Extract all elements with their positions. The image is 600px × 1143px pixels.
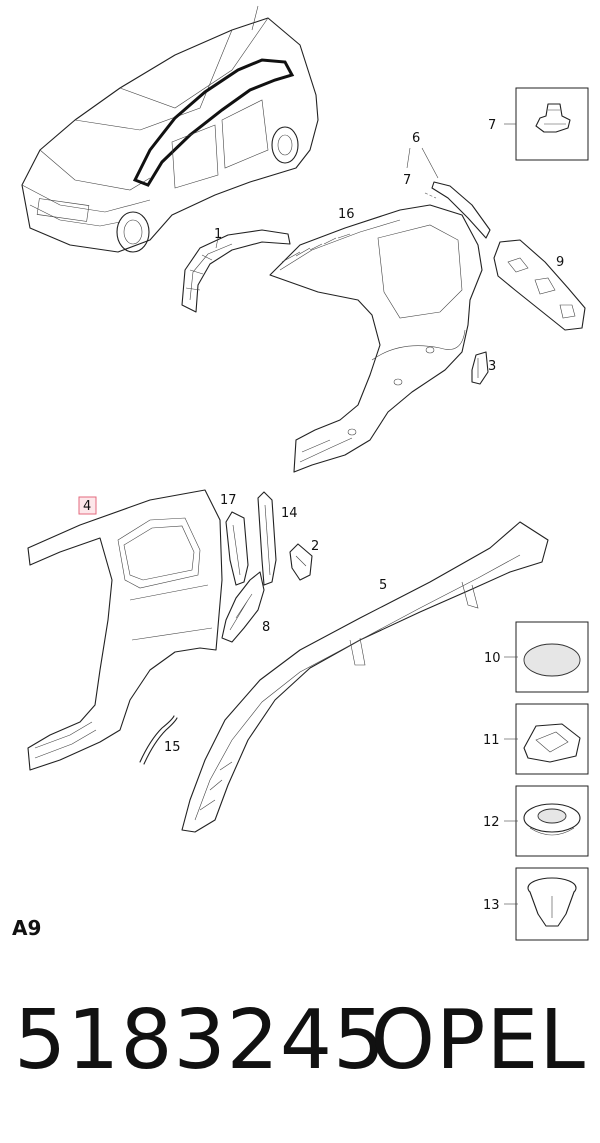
callout-10[interactable]: 10 xyxy=(484,651,501,666)
callout-11[interactable]: 11 xyxy=(483,733,500,748)
part-16-inner-panel xyxy=(269,204,483,473)
part-7-clip-box xyxy=(504,87,589,161)
callout-7-rail[interactable]: 7 xyxy=(403,173,411,188)
part-4-highlight-box xyxy=(78,496,97,515)
callout-8[interactable]: 8 xyxy=(262,620,270,635)
part-number: 5183245 xyxy=(14,993,387,1088)
part-14-strip xyxy=(257,491,277,586)
callout-7-box[interactable]: 7 xyxy=(488,118,496,133)
brand-name: OPEL xyxy=(370,993,586,1088)
callout-1[interactable]: 1 xyxy=(214,227,222,242)
callout-16[interactable]: 16 xyxy=(338,207,355,222)
part-4-outer-panel xyxy=(27,489,223,771)
part-9-bracket xyxy=(493,239,586,331)
callout-17[interactable]: 17 xyxy=(220,493,237,508)
callout-2[interactable]: 2 xyxy=(311,539,319,554)
callout-13[interactable]: 13 xyxy=(483,898,500,913)
part-17-reinforcement xyxy=(225,511,249,586)
part-2-bracket xyxy=(289,543,313,581)
part-11-clip-box xyxy=(504,703,589,775)
part-6-rail xyxy=(406,147,491,239)
callout-12[interactable]: 12 xyxy=(483,815,500,830)
part-5-roof-rail xyxy=(181,521,549,833)
part-15-seal xyxy=(139,715,178,765)
section-code: A9 xyxy=(12,916,42,940)
callout-14[interactable]: 14 xyxy=(281,506,298,521)
callout-4[interactable]: 4 xyxy=(83,499,91,514)
part-13-push-clip-box xyxy=(504,867,589,941)
callout-9[interactable]: 9 xyxy=(556,255,564,270)
part-3-bracket xyxy=(471,351,489,385)
part-10-plug-box xyxy=(504,621,589,693)
part-8-bracket xyxy=(221,571,265,643)
parts-diagram: 4 1 16 6 7 7 9 3 17 14 2 5 8 15 10 11 12… xyxy=(21,5,589,941)
callout-3[interactable]: 3 xyxy=(488,359,496,374)
callout-6[interactable]: 6 xyxy=(412,131,420,146)
car-overview-illustration xyxy=(21,5,319,253)
part-1-wheelhouse xyxy=(181,229,291,313)
part-12-grommet-box xyxy=(504,785,589,857)
callout-15[interactable]: 15 xyxy=(164,740,181,755)
callout-5[interactable]: 5 xyxy=(379,578,387,593)
